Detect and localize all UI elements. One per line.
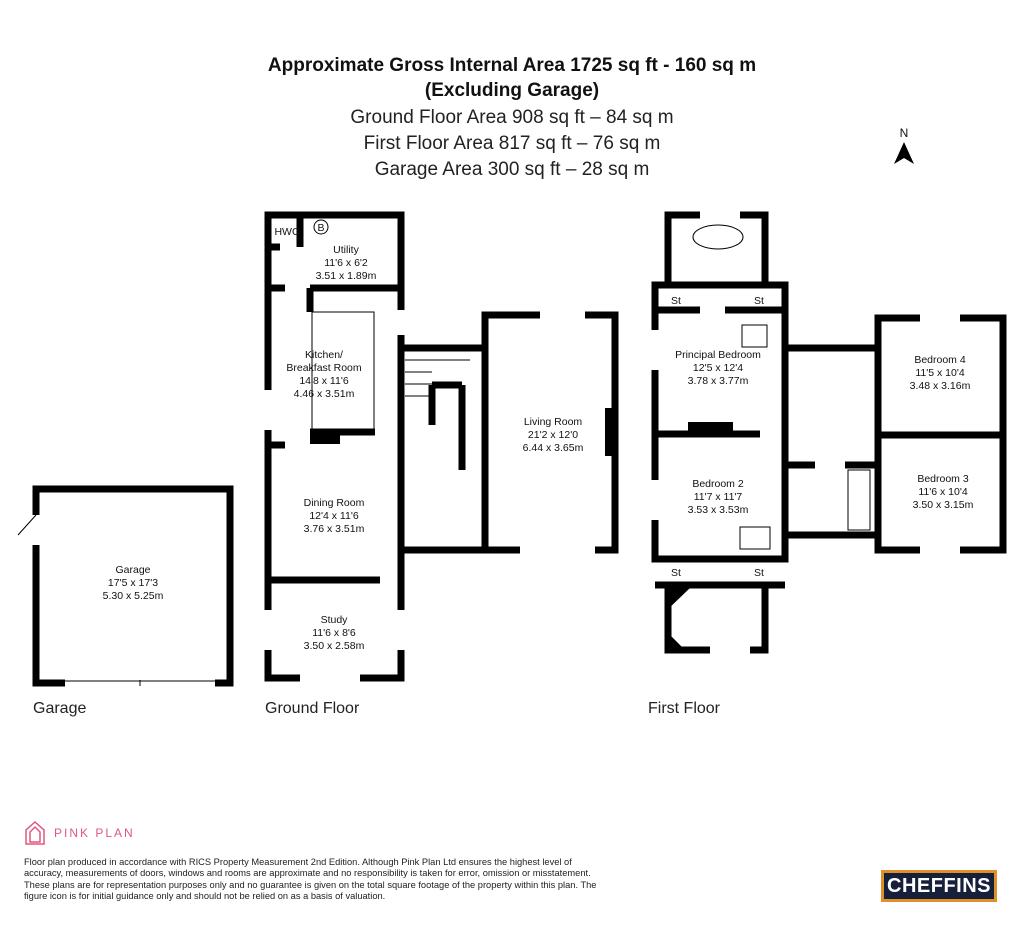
svg-text:12'5 x 12'4: 12'5 x 12'4 [693,362,743,374]
first-area: First Floor Area 817 sq ft – 76 sq m [363,133,661,154]
subtitle: (Excluding Garage) [424,80,600,101]
svg-text:3.50 x 2.58m: 3.50 x 2.58m [304,640,365,652]
store-2: St [754,295,764,307]
svg-text:17'5 x 17'3: 17'5 x 17'3 [108,577,158,589]
room-bedroom-3: Bedroom 3 11'6 x 10'4 3.50 x 3.15m [913,473,974,511]
svg-text:6.44 x 3.65m: 6.44 x 3.65m [523,442,584,454]
svg-text:Bedroom 3: Bedroom 3 [917,473,969,485]
svg-text:11'6 x 10'4: 11'6 x 10'4 [918,486,968,498]
floor-label-ground: Ground Floor [265,700,360,717]
svg-text:Kitchen/: Kitchen/ [305,349,343,361]
svg-text:3.50 x 3.15m: 3.50 x 3.15m [913,499,974,511]
room-utility: Utility 11'6 x 6'2 3.51 x 1.89m [316,244,377,282]
floor-label-first: First Floor [648,700,720,717]
room-boiler: B [317,222,324,234]
pink-plan-logo: PINK PLAN [24,820,135,846]
svg-text:Living Room: Living Room [524,416,583,428]
north-arrow-icon [894,142,914,164]
room-kitchen: Kitchen/ Breakfast Room 14'8 x 11'6 4.46… [286,349,362,400]
ground-area: Ground Floor Area 908 sq ft – 84 sq m [350,107,674,128]
disclaimer: Floor plan produced in accordance with R… [24,857,597,902]
svg-text:14'8 x 11'6: 14'8 x 11'6 [299,375,349,387]
svg-text:3.78 x 3.77m: 3.78 x 3.77m [688,375,749,387]
title: Approximate Gross Internal Area 1725 sq … [267,55,757,76]
room-garage: Garage 17'5 x 17'3 5.30 x 5.25m [103,564,164,602]
north-indicator: N [894,126,916,169]
svg-text:21'2 x 12'0: 21'2 x 12'0 [528,429,578,441]
svg-text:5.30 x 5.25m: 5.30 x 5.25m [103,590,164,602]
boiler-icon [313,219,329,235]
svg-text:Bedroom 2: Bedroom 2 [692,478,744,490]
garage-plan [17,485,234,687]
svg-text:11'7 x 11'7: 11'7 x 11'7 [694,491,743,503]
svg-text:Garage: Garage [115,564,150,576]
room-bedroom-4: Bedroom 4 11'5 x 10'4 3.48 x 3.16m [910,354,971,392]
cheffins-logo: CHEFFINS [881,870,997,902]
svg-text:11'6 x 6'2: 11'6 x 6'2 [324,257,368,269]
svg-text:3.48 x 3.16m: 3.48 x 3.16m [910,380,971,392]
svg-text:4.46 x 3.51m: 4.46 x 3.51m [294,388,355,400]
svg-text:Breakfast Room: Breakfast Room [286,362,362,374]
svg-text:Study: Study [321,614,349,626]
room-hwc: HWC [274,226,299,238]
store-3: St [671,567,681,579]
svg-text:3.51 x 1.89m: 3.51 x 1.89m [316,270,377,282]
store-4: St [754,567,764,579]
svg-text:3.53 x 3.53m: 3.53 x 3.53m [688,504,749,516]
room-bedroom-2: Bedroom 2 11'7 x 11'7 3.53 x 3.53m [688,478,749,516]
house-logo-icon [25,820,45,845]
svg-text:Utility: Utility [333,244,359,256]
svg-text:11'6 x 8'6: 11'6 x 8'6 [312,627,356,639]
store-1: St [671,295,681,307]
svg-text:Bedroom 4: Bedroom 4 [914,354,966,366]
svg-text:Dining Room: Dining Room [304,497,365,509]
first-floor-plan [651,211,1007,654]
room-study: Study 11'6 x 8'6 3.50 x 2.58m [304,614,365,652]
garage-area: Garage Area 300 sq ft – 28 sq m [374,159,650,180]
room-living: Living Room 21'2 x 12'0 6.44 x 3.65m [523,416,584,454]
room-principal-bedroom: Principal Bedroom 12'5 x 12'4 3.78 x 3.7… [675,349,761,387]
svg-text:3.76 x 3.51m: 3.76 x 3.51m [304,523,365,535]
floor-label-garage: Garage [33,700,87,717]
ground-floor-plan [264,211,619,682]
svg-text:Principal Bedroom: Principal Bedroom [675,349,761,361]
svg-text:12'4 x 11'6: 12'4 x 11'6 [309,510,359,522]
room-dining: Dining Room 12'4 x 11'6 3.76 x 3.51m [304,497,365,535]
svg-text:11'5 x 10'4: 11'5 x 10'4 [915,367,965,379]
